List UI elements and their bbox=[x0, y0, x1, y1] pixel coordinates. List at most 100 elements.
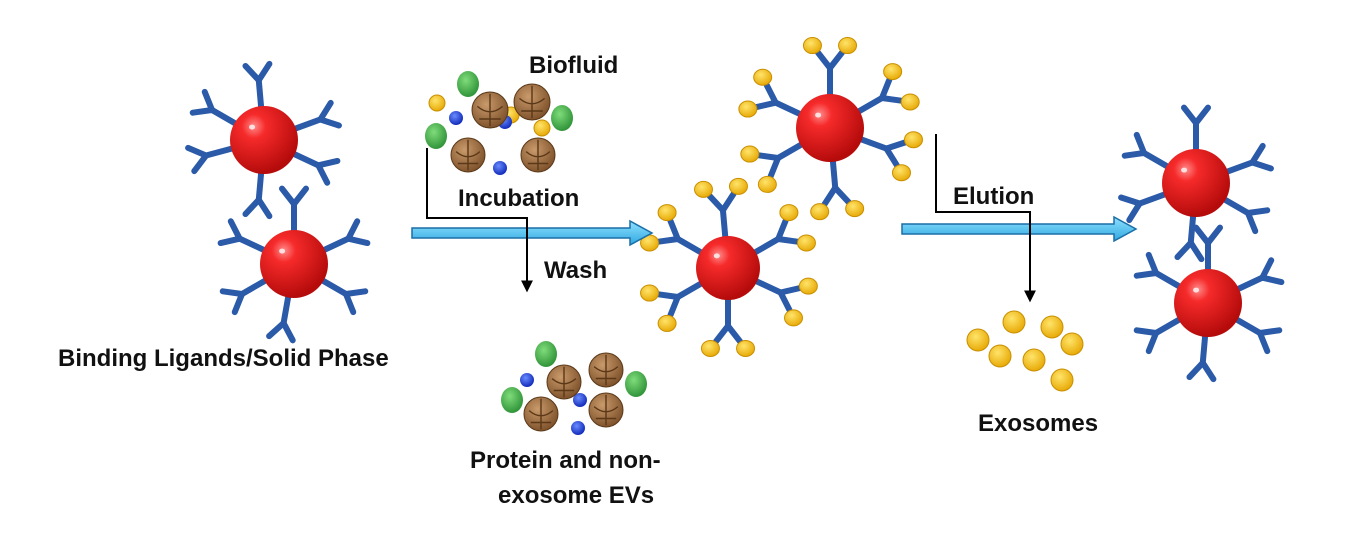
captured-bead-2 bbox=[640, 177, 818, 357]
bead-icon bbox=[230, 106, 298, 174]
antibody-icon bbox=[1223, 142, 1274, 176]
exosome-icon bbox=[903, 131, 923, 149]
antibody-with-exosome bbox=[802, 37, 858, 99]
antibody-icon bbox=[1192, 224, 1224, 274]
antibody-icon bbox=[217, 218, 268, 254]
bead-icon bbox=[696, 236, 760, 300]
antibody-icon bbox=[278, 185, 310, 235]
protein-particle-icon bbox=[450, 137, 486, 173]
wash-bracket-line bbox=[426, 148, 533, 293]
exosome-icon bbox=[1002, 310, 1026, 334]
antibody-with-exosome bbox=[694, 177, 748, 242]
antibody-icon bbox=[1232, 316, 1283, 355]
incubation-label: Incubation bbox=[458, 185, 579, 212]
bead-highlight bbox=[279, 248, 286, 254]
antibody-icon bbox=[320, 218, 371, 254]
exosome-icon bbox=[802, 37, 822, 55]
exosome-icon bbox=[428, 94, 446, 112]
bead-icon bbox=[796, 94, 864, 162]
antibody-with-exosome bbox=[752, 277, 818, 327]
eluted-bead-2 bbox=[1133, 224, 1285, 383]
blue-particle-icon bbox=[493, 161, 507, 175]
green-particle-icon bbox=[501, 387, 523, 413]
bead-layer bbox=[185, 37, 1285, 383]
antibody-icon bbox=[1121, 131, 1172, 170]
exosome-icon bbox=[1050, 368, 1074, 392]
waste-label-line1: Protein and non- bbox=[470, 447, 661, 474]
antibody-with-exosome bbox=[738, 68, 804, 118]
protein-particle-icon bbox=[546, 364, 582, 400]
exosome-icon bbox=[736, 339, 756, 357]
protein-particle-icon bbox=[513, 83, 551, 121]
biofluid-label: Biofluid bbox=[529, 52, 618, 79]
protein-particle-icon bbox=[588, 352, 624, 388]
antibody-with-exosome bbox=[854, 63, 920, 115]
waste-label-line2: exosome EVs bbox=[498, 482, 654, 509]
antibody-with-exosome bbox=[810, 156, 865, 221]
green-particle-icon bbox=[425, 123, 447, 149]
exosome-icon bbox=[640, 284, 660, 302]
protein-particle-icon bbox=[520, 137, 556, 173]
antibody-icon bbox=[318, 277, 369, 316]
incubation-process-arrow bbox=[411, 219, 654, 247]
bead-icon bbox=[1174, 269, 1242, 337]
antibody-icon bbox=[242, 60, 273, 112]
bead-icon bbox=[1162, 149, 1230, 217]
antibody-icon bbox=[1133, 251, 1184, 290]
antibody-icon bbox=[291, 99, 342, 133]
solid-phase-bead-2 bbox=[217, 185, 371, 344]
exosome-icon bbox=[753, 68, 773, 86]
elution-label: Elution bbox=[953, 183, 1034, 210]
exosome-icon bbox=[1060, 332, 1084, 356]
antibody-with-exosome bbox=[640, 204, 706, 256]
protein-particle-icon bbox=[523, 396, 559, 432]
exosome-icon bbox=[740, 145, 760, 163]
exosome-icon bbox=[657, 204, 677, 222]
exosome-icon bbox=[798, 277, 818, 295]
antibody-with-exosome bbox=[750, 204, 816, 256]
exosome-icon bbox=[988, 344, 1012, 368]
bead-highlight bbox=[1181, 167, 1188, 173]
exosome-icon bbox=[738, 100, 758, 118]
elution-process-arrow bbox=[901, 215, 1138, 243]
antibody-icon bbox=[1133, 316, 1184, 355]
antibody-with-exosome bbox=[740, 141, 806, 193]
green-particle-icon bbox=[535, 341, 557, 367]
exosome-icon bbox=[700, 339, 720, 357]
antibody-icon bbox=[219, 277, 270, 316]
protein-particle-icon bbox=[588, 392, 624, 428]
antibody-icon bbox=[1234, 257, 1285, 293]
exosome-icon bbox=[891, 164, 911, 182]
blue-particle-icon bbox=[571, 421, 585, 435]
exosome-icon bbox=[845, 200, 865, 218]
antibody-icon bbox=[1220, 196, 1271, 235]
particle-layer bbox=[425, 71, 1084, 435]
exosome-icon bbox=[883, 63, 903, 81]
protein-particle-icon bbox=[471, 91, 509, 129]
green-particle-icon bbox=[625, 371, 647, 397]
elution-bracket-line bbox=[935, 134, 1036, 303]
bead-highlight bbox=[815, 112, 822, 118]
bead-highlight bbox=[249, 124, 256, 130]
wash-label: Wash bbox=[544, 257, 607, 284]
antibody-with-exosome bbox=[700, 295, 756, 357]
exosome-icon bbox=[838, 37, 858, 55]
exosome-icon bbox=[1040, 315, 1064, 339]
exosome-icon bbox=[810, 203, 830, 221]
blue-particle-icon bbox=[573, 393, 587, 407]
solid-phase-bead-1 bbox=[185, 60, 342, 220]
captured-bead-1 bbox=[738, 37, 923, 221]
eluted-bead-1 bbox=[1118, 104, 1274, 263]
exosome-icon bbox=[784, 309, 804, 327]
antibody-icon bbox=[266, 292, 296, 344]
waste-mixture bbox=[501, 341, 647, 435]
antibody-icon bbox=[189, 88, 240, 127]
exosome-icon bbox=[728, 177, 748, 195]
exosome-icon bbox=[900, 93, 920, 111]
antibody-icon bbox=[1118, 190, 1169, 224]
exosome-icon bbox=[1022, 348, 1046, 372]
exosome-icon bbox=[966, 328, 990, 352]
antibody-icon bbox=[1186, 331, 1217, 383]
exosome-icon bbox=[533, 119, 551, 137]
